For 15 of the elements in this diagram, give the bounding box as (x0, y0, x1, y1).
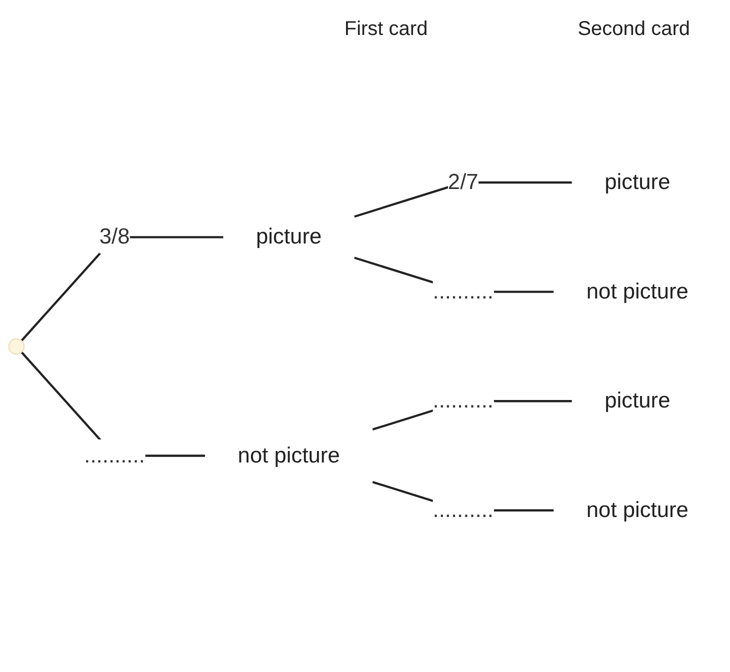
edge-label: 2/7 (448, 170, 478, 194)
node-point (8, 338, 25, 354)
node-text: picture (604, 388, 670, 413)
column-heading: Second card (578, 18, 690, 41)
edge-label: .......... (432, 279, 494, 304)
node-text: picture (604, 170, 670, 194)
node-text: not picture (586, 279, 688, 304)
edge-label: .......... (432, 388, 494, 413)
column-heading: First card (344, 18, 428, 41)
node-text: not picture (238, 443, 340, 468)
edge-label: .......... (84, 443, 145, 468)
node-text: not picture (586, 498, 688, 522)
edge-label: 3/8 (99, 224, 130, 249)
edge-label: .......... (432, 498, 494, 522)
node-text: picture (256, 224, 322, 249)
